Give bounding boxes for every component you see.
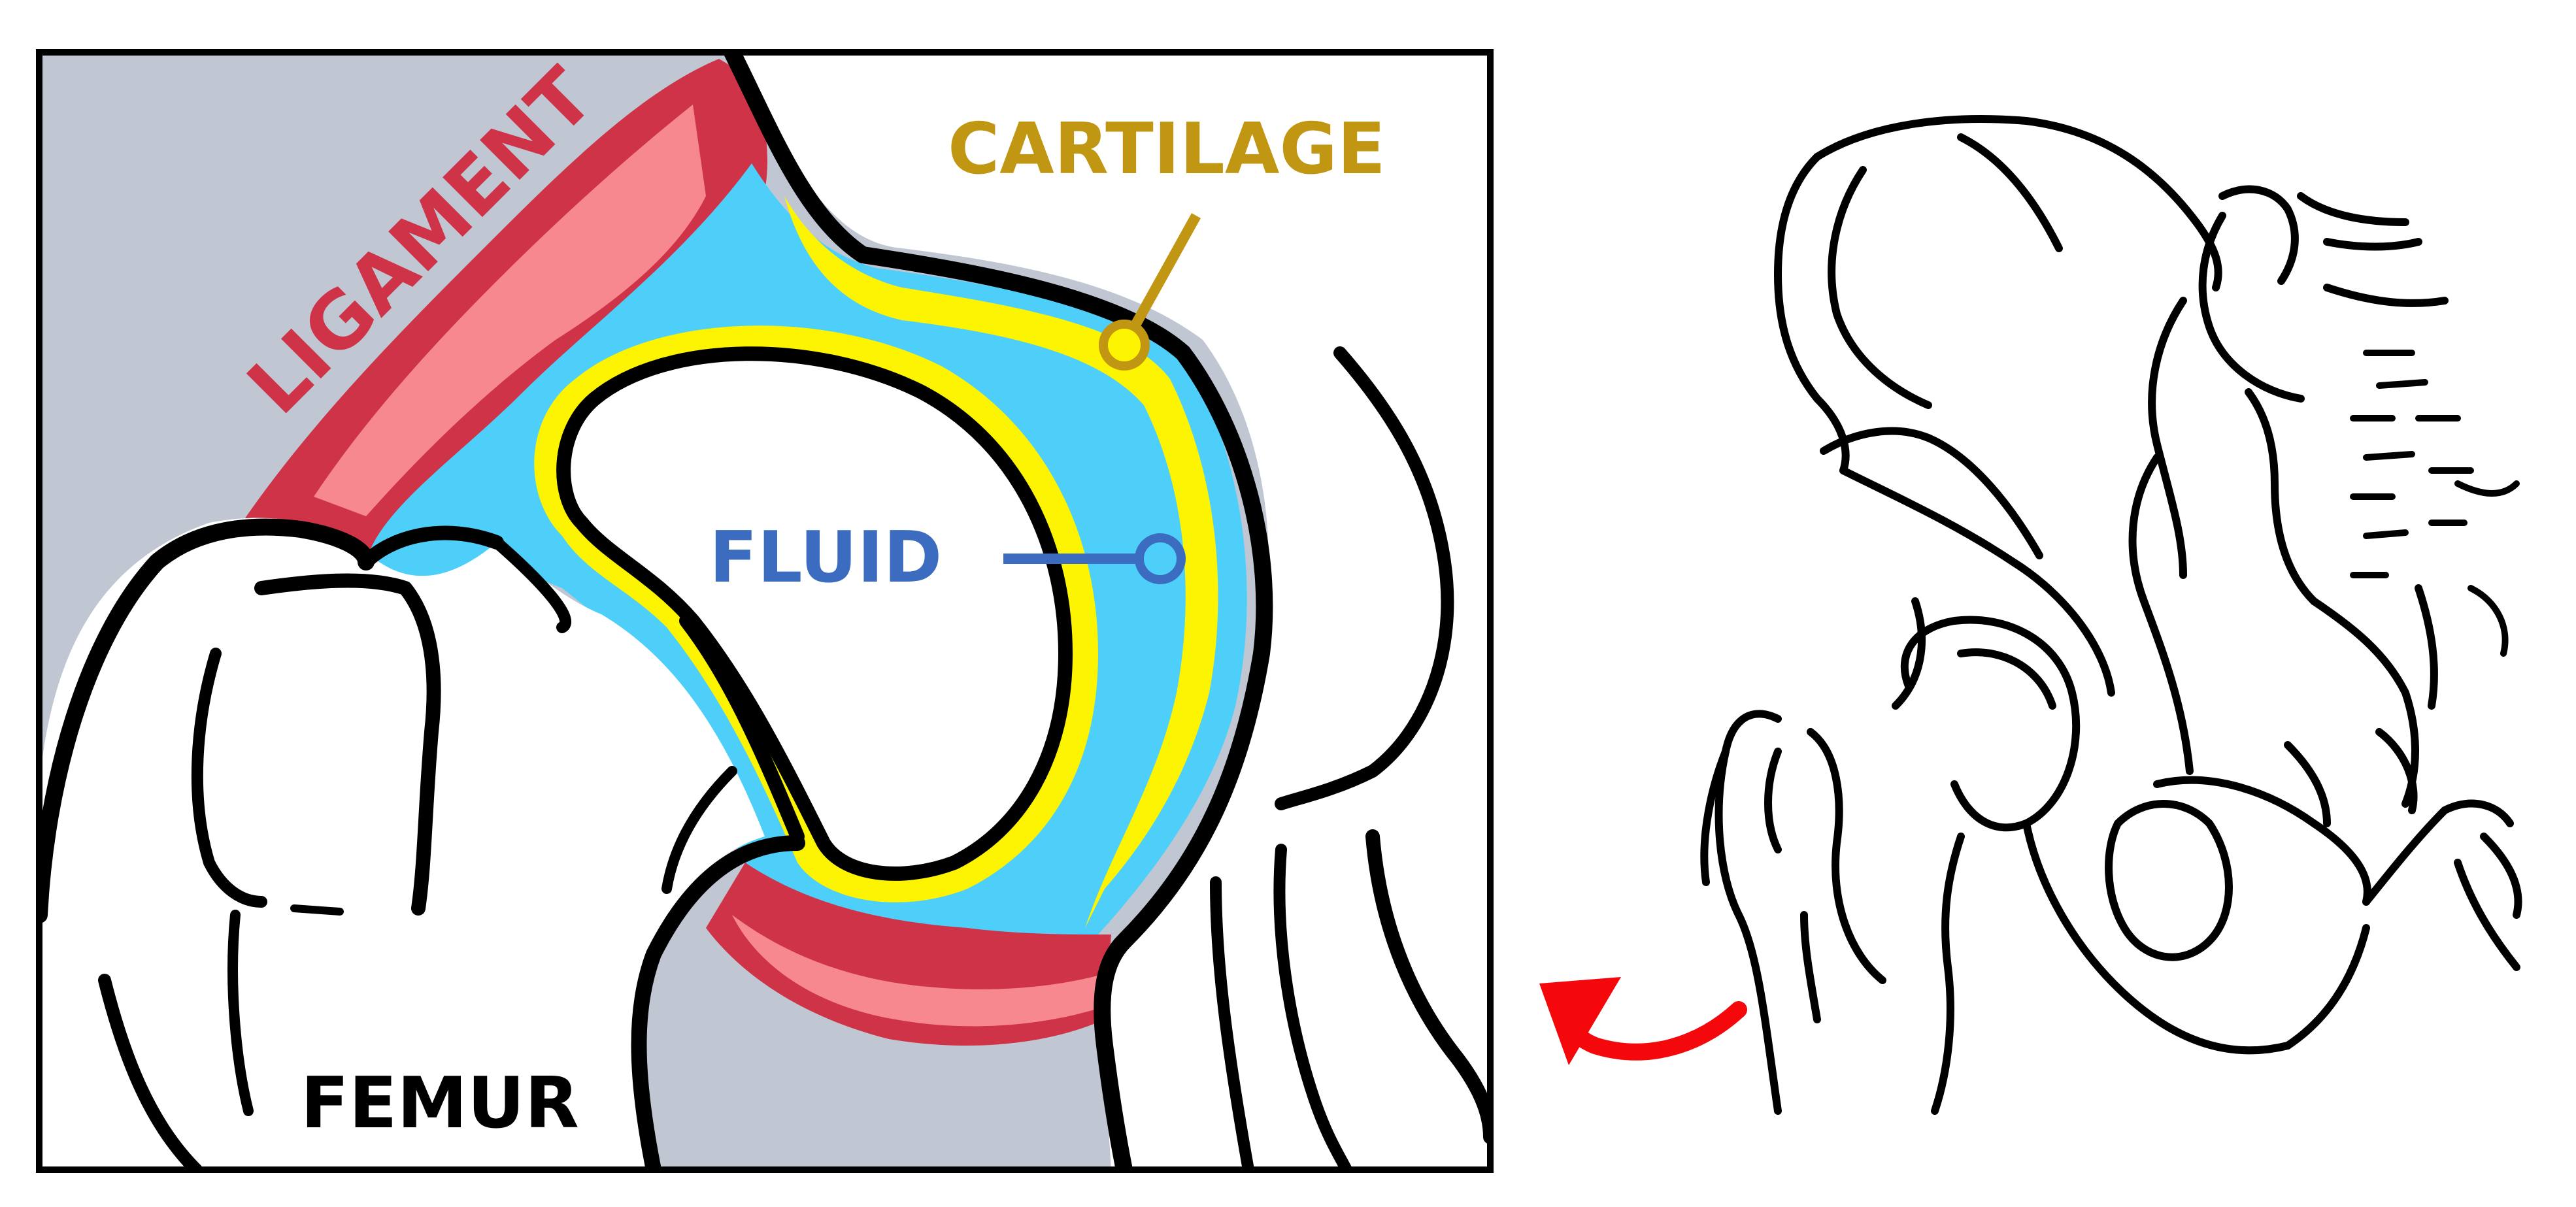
lower-ligament-highlight — [732, 915, 1105, 1027]
femoral-head — [556, 346, 1073, 881]
pelvis-line-art — [1700, 115, 2522, 1115]
pelvis-bone-region — [732, 52, 1490, 1170]
contour-lines — [39, 52, 1490, 1170]
femur-label: FEMUR — [301, 1063, 579, 1144]
cartilage-marker — [1099, 320, 1150, 371]
upper-ligament-highlight — [314, 105, 706, 516]
femur-bone — [39, 518, 765, 1170]
cartilage-leader-line — [1126, 213, 1201, 336]
fluid-label: FLUID — [709, 517, 942, 599]
socket-cartilage — [784, 196, 1218, 928]
zoom-panel: LIGAMENT CARTILAGE FLUID FEMUR — [39, 52, 1490, 1170]
zoom-panel-border — [36, 49, 1494, 1173]
cartilage-label: CARTILAGE — [948, 108, 1386, 190]
curved-arrow-icon — [1539, 977, 1747, 1065]
fluid-marker — [1135, 533, 1186, 584]
